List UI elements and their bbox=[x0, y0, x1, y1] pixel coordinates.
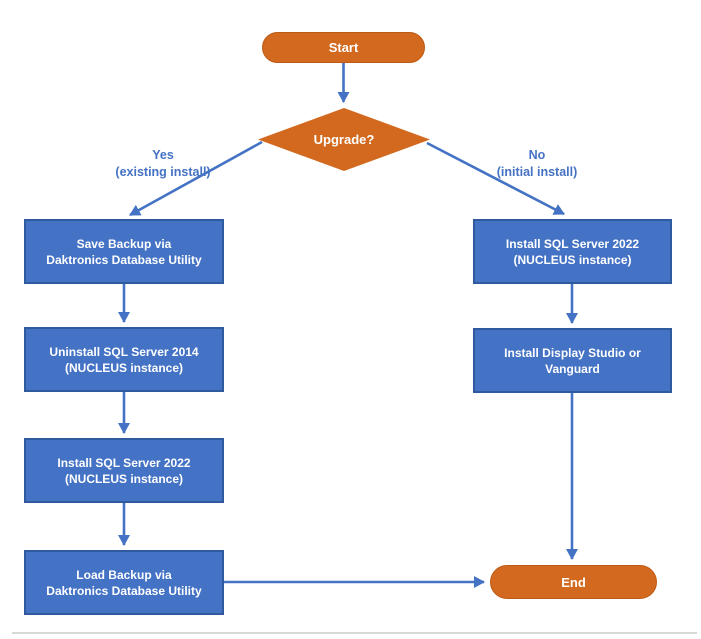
yes-branch-label: Yes (existing install) bbox=[115, 148, 211, 179]
arrow-decision-no-branch bbox=[426, 141, 565, 216]
arrow-decision-yes-branch bbox=[129, 140, 263, 217]
step-uninstall-sql-server-2014: Uninstall SQL Server 2014 (NUCLEUS insta… bbox=[24, 327, 224, 392]
bottom-divider-line bbox=[12, 632, 697, 634]
step-install-display-studio-or-vanguard: Install Display Studio or Vanguard bbox=[473, 328, 672, 393]
step-install-sql-server-2022-upgrade: Install SQL Server 2022 (NUCLEUS instanc… bbox=[24, 438, 224, 503]
step-load-backup: Load Backup via Daktronics Database Util… bbox=[24, 550, 224, 615]
no-branch-label: No (initial install) bbox=[496, 148, 578, 179]
end-node: End bbox=[490, 565, 657, 599]
step-install-sql-server-2022-initial: Install SQL Server 2022 (NUCLEUS instanc… bbox=[473, 219, 672, 284]
step-save-backup: Save Backup via Daktronics Database Util… bbox=[24, 219, 224, 284]
start-node: Start bbox=[262, 32, 425, 63]
